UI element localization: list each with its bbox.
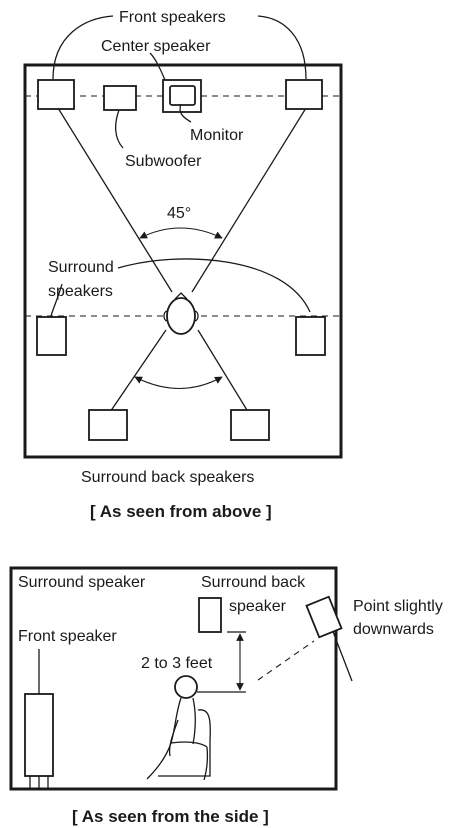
front-speaker-label: Front speaker xyxy=(18,628,117,645)
surround-left-speaker xyxy=(36,316,67,356)
listener-head-top xyxy=(163,292,199,335)
room-outline-side xyxy=(9,566,338,791)
top-view: Front speakers Center speaker Monitor Su… xyxy=(23,9,343,521)
surround-speakers-label-line2: speakers xyxy=(48,283,113,300)
side-view: Surround speaker Surround back speaker P… xyxy=(9,566,443,826)
angle-label: 45° xyxy=(167,205,191,222)
surround-speaker-label: Surround speaker xyxy=(18,574,146,591)
surround-right-speaker xyxy=(295,316,326,356)
distance-label: 2 to 3 feet xyxy=(141,655,213,672)
subwoofer-callout xyxy=(115,109,124,149)
front-left-speaker xyxy=(37,79,75,110)
center-speaker-callout xyxy=(149,52,166,81)
center-speaker-label: Center speaker xyxy=(101,38,211,55)
seated-listener xyxy=(146,675,211,781)
side-view-caption: [ As seen from the side ] xyxy=(72,807,269,826)
room-outline-top xyxy=(23,63,343,459)
back-angle-arc xyxy=(134,376,223,390)
point-label-line2: downwards xyxy=(353,621,434,638)
front-right-axis-line xyxy=(191,107,307,293)
surround-speakers-callout-right xyxy=(117,258,311,313)
surround-speakers-label-line1: Surround xyxy=(48,259,114,276)
back-left-axis-line xyxy=(107,329,167,416)
surround-back-left-speaker xyxy=(88,409,128,441)
surround-speakers-callout-left xyxy=(50,283,63,317)
monitor-label: Monitor xyxy=(190,127,244,144)
subwoofer-label: Subwoofer xyxy=(125,153,202,170)
front-speakers-callout-right xyxy=(257,15,307,80)
top-view-caption: [ As seen from above ] xyxy=(90,502,272,521)
front-right-speaker xyxy=(285,79,323,110)
surround-back-speaker-label-line1: Surround back xyxy=(201,574,306,591)
surround-back-right-speaker xyxy=(230,409,270,441)
aim-line xyxy=(257,640,315,681)
front-speakers-label: Front speakers xyxy=(119,9,226,26)
monitor xyxy=(169,85,196,106)
front-speakers-callout xyxy=(52,15,114,80)
subwoofer xyxy=(103,85,137,111)
front-angle-arc xyxy=(139,227,223,239)
surround-speaker-side xyxy=(198,597,222,633)
surround-back-speaker-label-line2: speaker xyxy=(229,598,287,615)
back-right-axis-line xyxy=(197,329,251,416)
surround-back-speaker-side xyxy=(305,595,343,639)
point-label-line1: Point slightly xyxy=(353,598,443,615)
monitor-callout xyxy=(179,103,192,123)
surround-back-speakers-label: Surround back speakers xyxy=(81,469,254,486)
front-speaker-tower xyxy=(24,693,54,777)
